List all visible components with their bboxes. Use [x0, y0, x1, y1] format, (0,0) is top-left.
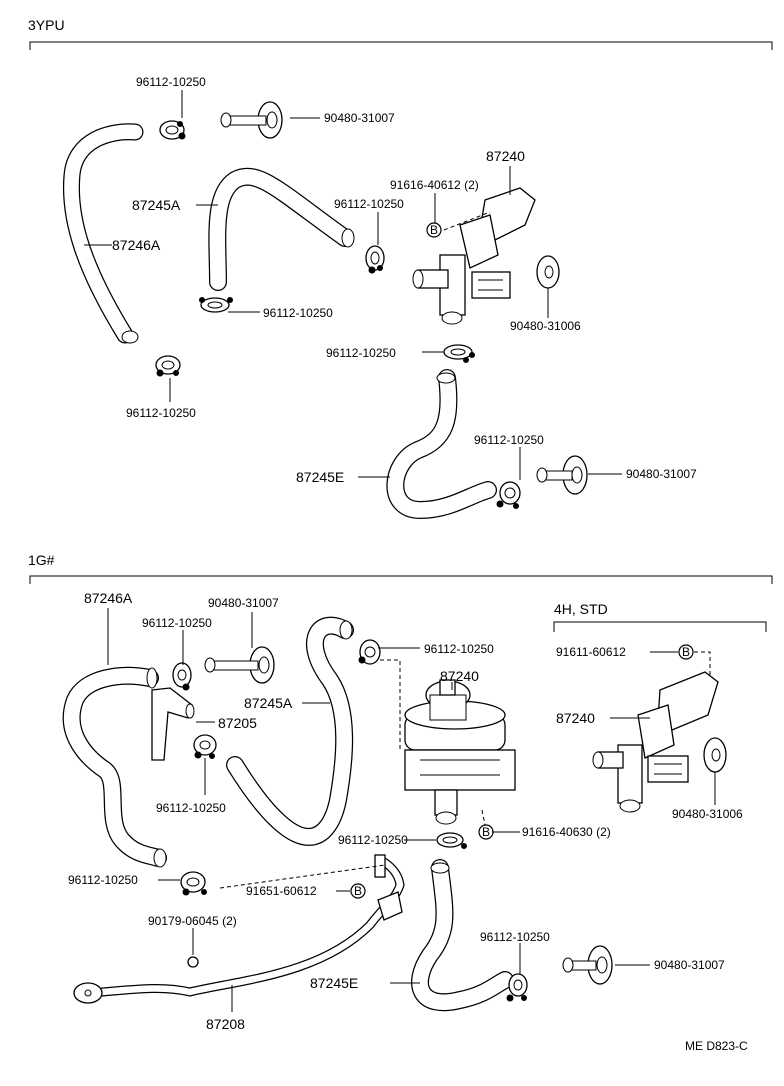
label-87208: 87208: [206, 1016, 245, 1032]
label-91616-40612: 91616-40612 (2): [390, 178, 479, 192]
section-1g: 1G#: [28, 552, 773, 1032]
clamp-96112-b2: [358, 639, 381, 665]
inset-4h-std: 4H, STD B 91611-60612 87240 90480-31006: [553, 601, 767, 821]
marker-b-label: B: [430, 223, 438, 237]
valve-87240-top: [412, 187, 536, 325]
clamp-96112-b1: [172, 662, 192, 691]
grommet-90480-31007-b2: [562, 945, 613, 985]
label-96112-10250-b2: 96112-10250: [424, 642, 494, 656]
label-90480-31007-b1: 90480-31007: [208, 596, 279, 610]
label-96112-10250-f: 96112-10250: [474, 433, 544, 447]
footer-code: ME D823-C: [685, 1039, 748, 1053]
grommet-90480-31007-b1: [204, 646, 275, 684]
marker-b-label: B: [482, 825, 490, 839]
label-96112-10250-d: 96112-10250: [326, 346, 396, 360]
valve-87240-bottom: [404, 679, 516, 825]
label-96112-10250-e: 96112-10250: [126, 406, 196, 420]
section-bracket-top: [29, 41, 773, 50]
label-90480-31007-a: 90480-31007: [324, 111, 395, 125]
label-91651-60612: 91651-60612: [246, 884, 317, 898]
section-3ypu: 3YPU: [28, 17, 773, 520]
label-87240: 87240: [486, 148, 525, 164]
label-87245a: 87245A: [132, 197, 181, 213]
section-bracket-bottom: [29, 575, 773, 584]
label-90480-31006: 90480-31006: [510, 319, 581, 333]
pipe-87208: [73, 854, 405, 1004]
grommet-90480-31007-a: [220, 101, 283, 139]
label-96112-10250-b: 96112-10250: [334, 197, 404, 211]
clamp-96112-b6: [506, 973, 528, 1002]
clamp-96112-c: [199, 297, 233, 313]
label-96112-10250-c: 96112-10250: [263, 306, 333, 320]
inset-title: 4H, STD: [554, 601, 608, 617]
label-87246a: 87246A: [112, 237, 161, 253]
label-90179-06045: 90179-06045 (2): [148, 914, 237, 928]
clamp-96112-b5: [180, 871, 207, 896]
marker-b-label: B: [682, 645, 690, 659]
label-96112-10250-b1: 96112-10250: [142, 616, 212, 630]
clamp-96112-b: [365, 245, 385, 274]
label-96112-10250-b3: 96112-10250: [156, 801, 226, 815]
marker-b-bottom-2: B: [350, 883, 366, 899]
grommet-90480-31006-inset: [703, 737, 727, 773]
label-87240-inset: 87240: [556, 710, 595, 726]
dash-inset: [694, 651, 711, 678]
clamp-96112-b3: [193, 734, 217, 759]
label-87245e: 87245E: [296, 469, 344, 485]
valve-87240-inset: [592, 671, 719, 813]
label-87205: 87205: [218, 715, 257, 731]
marker-b-inset: B: [678, 644, 694, 660]
nut-90179: [187, 956, 199, 968]
fitting-87205: [151, 687, 195, 761]
marker-b-top: B: [426, 222, 442, 238]
label-90480-31006-inset: 90480-31006: [672, 807, 743, 821]
label-96112-10250-b6: 96112-10250: [480, 930, 550, 944]
label-91611-60612: 91611-60612: [556, 645, 626, 659]
dash-valve-to-b: [481, 809, 486, 826]
label-87240-b: 87240: [440, 668, 479, 684]
section-title-1g: 1G#: [28, 552, 55, 568]
label-90480-31007-b2: 90480-31007: [654, 958, 725, 972]
marker-b-label: B: [354, 884, 362, 898]
label-87245e-b: 87245E: [310, 975, 358, 991]
label-87245a-b: 87245A: [244, 695, 293, 711]
label-87246a-b: 87246A: [84, 590, 133, 606]
label-96112-10250-a: 96112-10250: [136, 75, 206, 89]
clamp-96112-d: [155, 355, 181, 377]
grommet-90480-31007-b: [536, 455, 588, 495]
dash-87245a-to-valve: [380, 659, 401, 750]
clamp-96112-e: [443, 344, 475, 363]
grommet-90480-31006: [536, 255, 560, 289]
clamp-96112-a: [159, 120, 186, 140]
label-96112-10250-b4: 96112-10250: [338, 833, 408, 847]
label-96112-10250-b5: 96112-10250: [68, 873, 138, 887]
clamp-96112-f: [496, 481, 521, 509]
clamp-96112-b4: [436, 832, 467, 849]
label-91616-40630: 91616-40630 (2): [522, 825, 611, 839]
marker-b-bottom-1: B: [478, 824, 494, 840]
section-title-3ypu: 3YPU: [28, 17, 65, 33]
label-90480-31007-b: 90480-31007: [626, 467, 697, 481]
inset-bracket: [553, 621, 767, 632]
